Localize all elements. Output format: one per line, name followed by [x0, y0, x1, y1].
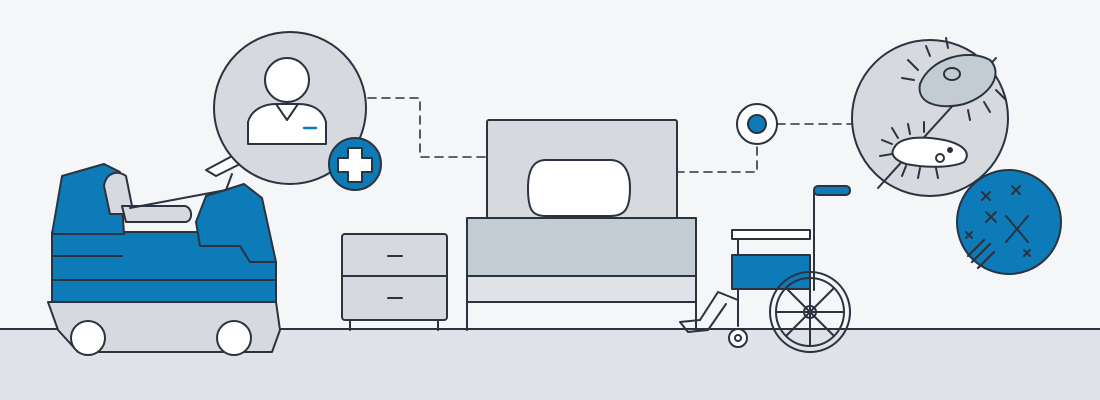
- pillow: [527, 159, 631, 217]
- magnified-microbes: [851, 37, 1009, 197]
- hospital-bed: [466, 119, 697, 331]
- sensor-node: [736, 103, 778, 145]
- dashed-connector-right: [675, 123, 857, 173]
- scrubber-wheel-rear: [216, 320, 252, 356]
- floor-scrubber: [47, 153, 281, 356]
- bacteria-culture: [956, 169, 1062, 275]
- caregiver-badge: [213, 31, 367, 185]
- person-icon: [247, 57, 327, 145]
- hatch-marks: [966, 238, 996, 270]
- bacteria-icon-lower: [879, 121, 968, 179]
- x-mark-icon: [965, 185, 1031, 257]
- bacteria-icon-upper: [901, 37, 1007, 121]
- medical-cross-icon: [328, 137, 382, 191]
- wheelchair: [679, 185, 851, 353]
- nightstand: [341, 233, 448, 331]
- dashed-connector-left: [367, 97, 489, 158]
- scrubber-wheel-front: [70, 320, 106, 356]
